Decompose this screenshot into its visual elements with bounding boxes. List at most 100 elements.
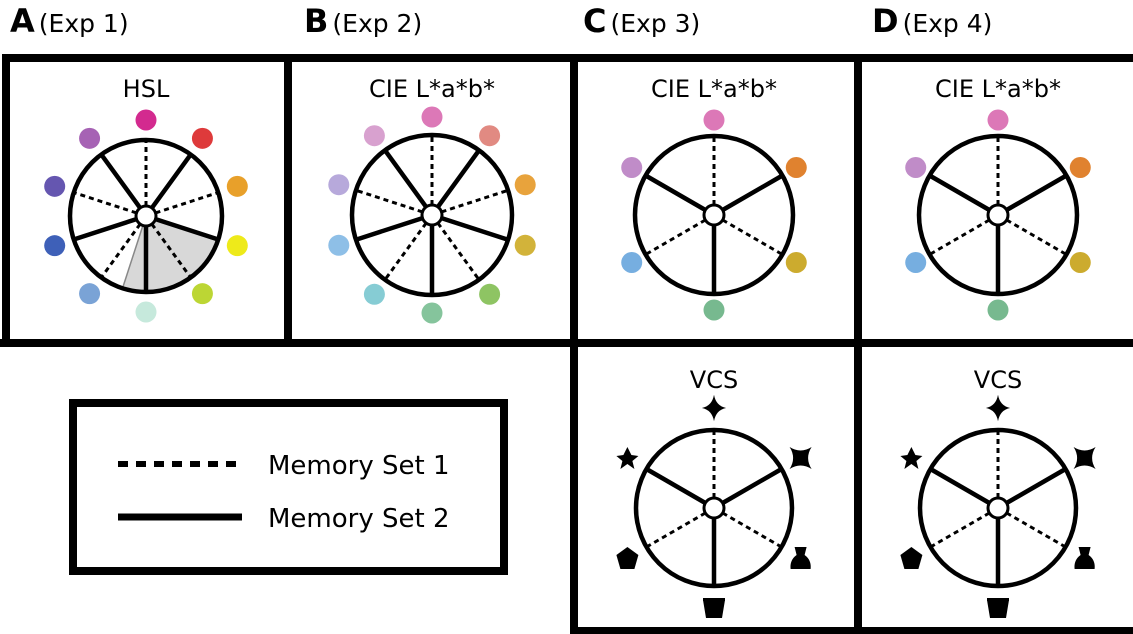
color-swatch xyxy=(79,127,101,149)
vcs-shape-icon xyxy=(1074,547,1095,569)
wheel-hub xyxy=(702,203,726,227)
wheel-outline xyxy=(349,132,515,298)
spoke-memory-set-2 xyxy=(355,215,424,242)
color-swatch xyxy=(479,125,501,147)
spoke-memory-set-1 xyxy=(644,218,707,256)
panel-label-c: C(Exp 3) xyxy=(583,4,700,41)
wheel-lab-6-exp4 xyxy=(905,109,1091,321)
panel-frame-d-vcs xyxy=(854,339,1133,634)
color-swatch xyxy=(1069,157,1091,178)
wheel-hub xyxy=(702,496,726,520)
color-swatch xyxy=(785,157,807,178)
spoke-memory-set-2 xyxy=(436,148,481,209)
spoke-memory-set-2 xyxy=(1005,467,1067,505)
spoke-memory-set-1 xyxy=(150,223,192,279)
vcs-shape-icon xyxy=(985,394,1011,422)
panel-title-d-vcs: VCS xyxy=(974,366,1022,394)
vcs-shape-icon xyxy=(616,447,639,469)
spoke-memory-set-1 xyxy=(436,222,481,281)
panel-label-d: D(Exp 4) xyxy=(872,4,992,41)
spoke-memory-set-2 xyxy=(99,153,142,210)
wheel-outline xyxy=(632,133,796,297)
color-swatch xyxy=(703,109,725,131)
color-swatch xyxy=(1069,252,1091,273)
wheel-hub xyxy=(420,203,444,227)
legend-label-set1: Memory Set 1 xyxy=(268,451,450,481)
wheel-hub xyxy=(986,496,1010,520)
color-swatch xyxy=(514,174,536,196)
color-swatch xyxy=(421,106,443,128)
color-swatch xyxy=(191,283,213,305)
color-swatch xyxy=(363,125,385,147)
color-swatch xyxy=(703,299,725,321)
spoke-memory-set-1 xyxy=(721,511,783,549)
panel-title-b: CIE L*a*b* xyxy=(369,75,495,103)
color-swatch xyxy=(135,109,157,131)
spoke-memory-set-2 xyxy=(150,153,193,210)
spoke-memory-set-2 xyxy=(1005,173,1068,212)
spoke-memory-set-1 xyxy=(441,188,509,214)
spoke-memory-set-2 xyxy=(383,148,428,209)
vcs-shape-icon xyxy=(701,394,727,422)
panel-exp: (Exp 4) xyxy=(902,9,993,38)
wheel-hub xyxy=(986,203,1010,227)
spoke-memory-set-2 xyxy=(154,216,219,242)
color-swatch xyxy=(621,157,643,178)
panel-letter: B xyxy=(304,2,329,40)
spoke-memory-set-1 xyxy=(100,223,142,279)
color-swatch xyxy=(191,127,213,149)
wheel-hub xyxy=(134,204,158,228)
legend-label-set2: Memory Set 2 xyxy=(268,504,450,534)
color-swatch xyxy=(421,302,443,324)
panel-title-c: CIE L*a*b* xyxy=(651,75,777,103)
spoke-memory-set-1 xyxy=(383,222,428,281)
panel-letter: A xyxy=(10,2,35,40)
spoke-memory-set-2 xyxy=(73,216,138,242)
spoke-memory-set-2 xyxy=(928,173,991,212)
vcs-shape-icon xyxy=(789,447,812,469)
spoke-memory-set-2 xyxy=(645,467,707,505)
color-swatch xyxy=(226,235,248,257)
panel-exp: (Exp 3) xyxy=(610,9,701,38)
spoke-memory-set-1 xyxy=(645,511,707,549)
wheel-vcs-exp4 xyxy=(900,394,1096,618)
color-swatch xyxy=(363,283,385,305)
color-swatch xyxy=(987,299,1009,321)
spoke-memory-set-2 xyxy=(929,467,991,505)
vcs-shape-icon xyxy=(900,447,923,469)
color-swatch xyxy=(905,252,927,273)
color-swatch xyxy=(479,283,501,305)
color-swatch xyxy=(987,109,1009,131)
spoke-memory-set-1 xyxy=(73,191,137,215)
color-swatch xyxy=(905,157,927,178)
vcs-shape-icon xyxy=(1073,447,1096,469)
spoke-memory-set-1 xyxy=(355,188,423,214)
color-swatch xyxy=(226,175,248,197)
color-swatch xyxy=(79,283,101,305)
panel-letter: C xyxy=(583,2,607,40)
color-swatch xyxy=(785,252,807,273)
spoke-memory-set-1 xyxy=(1005,511,1067,549)
color-swatch xyxy=(44,175,66,197)
panel-title-a: HSL xyxy=(123,75,170,103)
panel-exp: (Exp 2) xyxy=(332,9,423,38)
vcs-shape-icon xyxy=(616,547,639,569)
wheel-outline xyxy=(633,427,795,589)
panel-letter: D xyxy=(872,2,899,40)
spoke-memory-set-1 xyxy=(155,191,219,215)
vcs-shape-icon xyxy=(900,547,923,569)
vcs-shape-icon xyxy=(987,598,1009,618)
wheel-vcs-exp3 xyxy=(616,394,812,618)
spoke-memory-set-1 xyxy=(928,218,991,256)
color-swatch xyxy=(135,301,157,323)
spoke-memory-set-2 xyxy=(721,173,784,212)
wheel-lab-6-exp3 xyxy=(621,109,807,321)
spoke-memory-set-1 xyxy=(929,511,991,549)
vcs-shape-icon xyxy=(790,547,811,569)
color-swatch xyxy=(44,235,66,257)
panel-title-d: CIE L*a*b* xyxy=(935,75,1061,103)
spoke-memory-set-1 xyxy=(721,218,784,256)
panel-label-a: A(Exp 1) xyxy=(10,4,129,41)
spoke-memory-set-2 xyxy=(721,467,783,505)
